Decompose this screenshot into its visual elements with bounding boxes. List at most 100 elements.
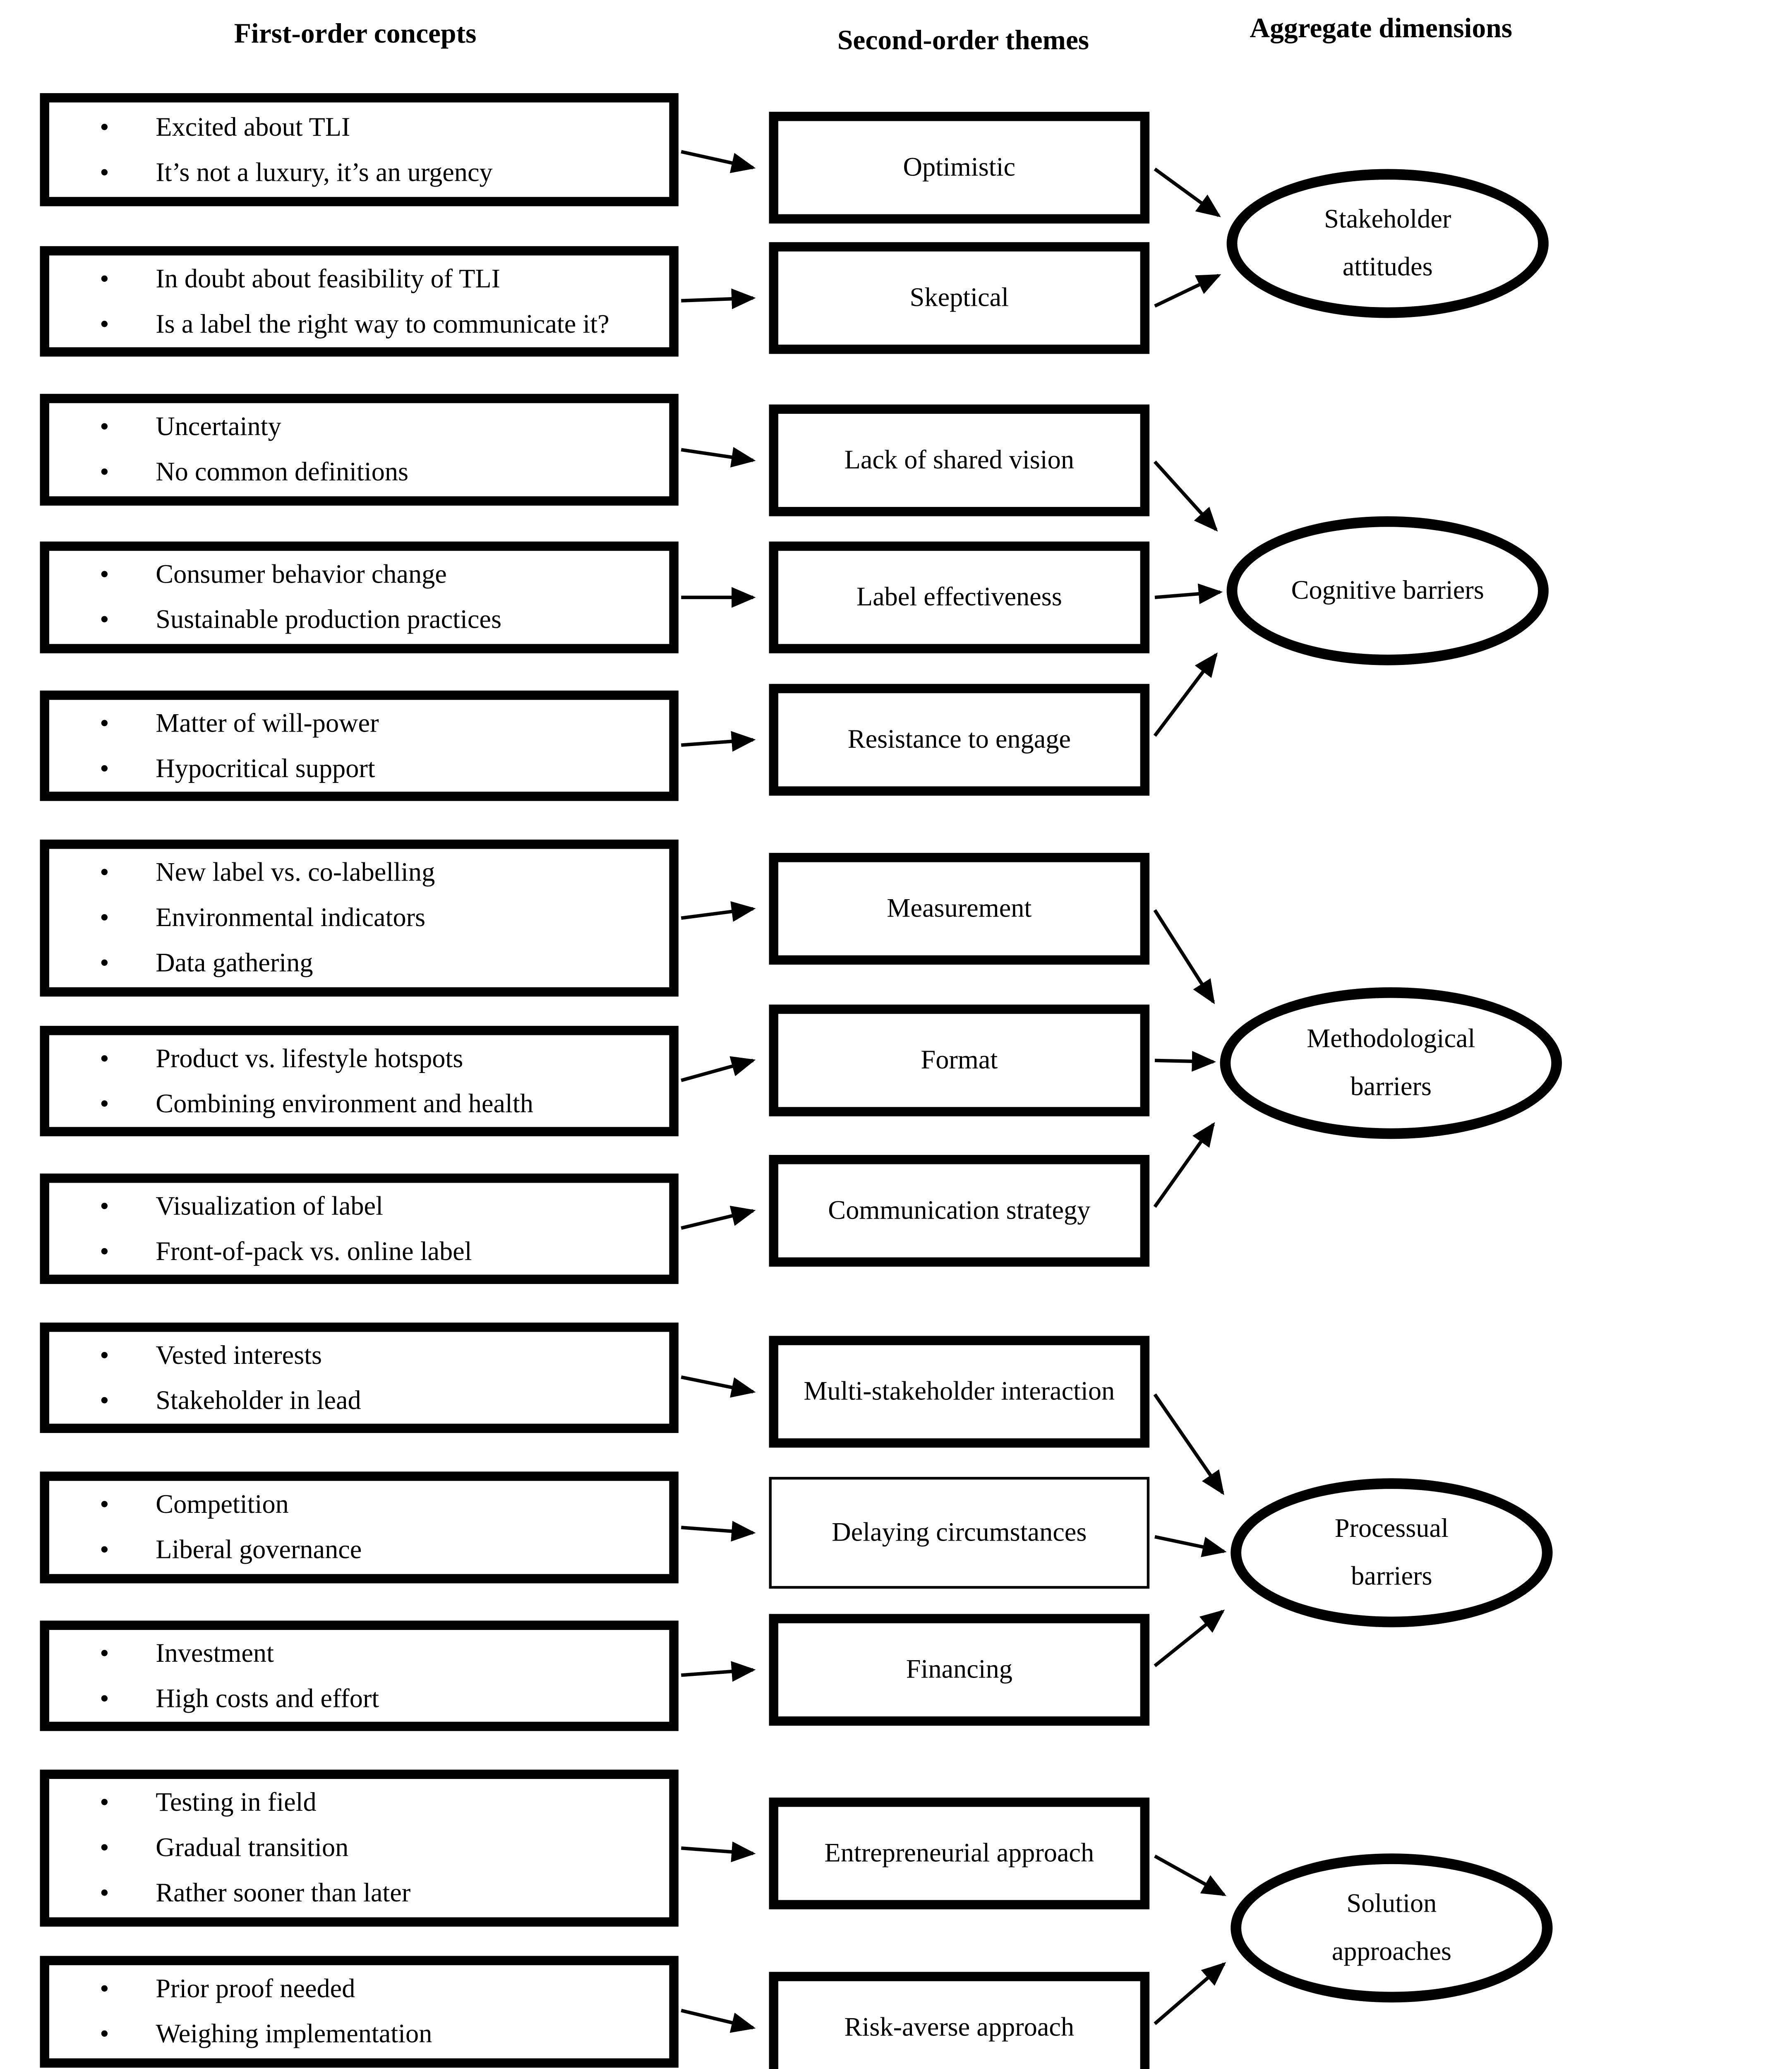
concept-bullet: In doubt about feasibility of TLI — [97, 256, 609, 301]
column-header-aggregate-dimensions: Aggregate dimensions — [1250, 12, 1512, 44]
arrow-format-to-methodological-barriers — [1154, 1051, 1216, 1072]
dimension-ellipse-solution-approaches: Solution approaches — [1231, 1853, 1553, 2003]
concept-bullet: Uncertainty — [97, 404, 408, 449]
dimension-line: attitudes — [1342, 252, 1433, 282]
arrow-concept9-to-multi-stakeholder — [681, 1375, 756, 1398]
theme-box-multi-stakeholder-interaction: Multi-stakeholder interaction — [769, 1336, 1150, 1448]
concept-box-consumer-behavior: Consumer behavior change Sustainable pro… — [40, 541, 679, 653]
concept-bullet: Rather sooner than later — [97, 1871, 410, 1916]
concept-box-vested-interests: Vested interests Stakeholder in lead — [40, 1323, 679, 1433]
concept-bullet: Data gathering — [97, 941, 435, 986]
arrow-concept11-to-financing — [681, 1661, 756, 1682]
arrow-concept13-to-risk-averse — [681, 2009, 756, 2033]
concept-bullet-list: Prior proof needed Weighing implementati… — [49, 1966, 432, 2057]
dimension-ellipse-methodological-barriers: Methodological barriers — [1220, 987, 1562, 1139]
concept-bullet-list: Investment High costs and effort — [49, 1631, 379, 1721]
concept-bullet: New label vs. co-labelling — [97, 850, 435, 895]
concept-box-testing-in-field: Testing in field Gradual transition Rath… — [40, 1769, 679, 1927]
concept-bullet: Competition — [97, 1482, 362, 1527]
concept-bullet: Consumer behavior change — [97, 552, 501, 597]
concept-bullet: Excited about TLI — [97, 104, 493, 149]
gioia-diagram: First-order concepts Second-order themes… — [0, 0, 1574, 2069]
theme-box-optimistic: Optimistic — [769, 112, 1150, 224]
arrow-entrepreneurial-to-solution-approaches — [1154, 1854, 1227, 1896]
concept-bullet-list: Product vs. lifestyle hotspots Combining… — [49, 1036, 533, 1126]
concept-bullet: Is a label the right way to communicate … — [97, 301, 609, 346]
concept-bullet-list: New label vs. co-labelling Environmental… — [49, 850, 435, 986]
concept-bullet: Front-of-pack vs. online label — [97, 1229, 472, 1274]
concept-bullet-list: Excited about TLI It’s not a luxury, it’… — [49, 104, 493, 195]
concept-bullet-list: Consumer behavior change Sustainable pro… — [49, 552, 501, 643]
concept-bullet: Environmental indicators — [97, 895, 435, 941]
concept-bullet: Gradual transition — [97, 1826, 411, 1871]
theme-box-risk-averse-approach: Risk-averse approach — [769, 1972, 1150, 2069]
concept-box-investment: Investment High costs and effort — [40, 1620, 679, 1731]
concept-bullet: Investment — [97, 1631, 379, 1676]
concept-bullet-list: In doubt about feasibility of TLI Is a l… — [49, 256, 609, 347]
arrow-communication-strategy-to-methodological-barriers — [1153, 1122, 1215, 1208]
column-header-second-order-themes: Second-order themes — [837, 24, 1089, 56]
concept-bullet: Visualization of label — [97, 1183, 472, 1229]
theme-box-communication-strategy: Communication strategy — [769, 1155, 1150, 1267]
arrow-resistance-to-engage-to-cognitive-barriers — [1153, 652, 1218, 737]
concept-bullet: Testing in field — [97, 1780, 411, 1825]
concept-bullet: Weighing implementation — [97, 2012, 432, 2057]
arrow-lack-of-shared-vision-to-cognitive-barriers — [1153, 460, 1218, 532]
theme-box-financing: Financing — [769, 1614, 1150, 1726]
arrow-concept2-to-skeptical — [681, 288, 756, 310]
column-header-first-order-concepts: First-order concepts — [234, 17, 477, 49]
concept-box-visualization: Visualization of label Front-of-pack vs.… — [40, 1174, 679, 1284]
dimension-ellipse-cognitive-barriers: Cognitive barriers — [1226, 516, 1549, 665]
concept-bullet-list: Competition Liberal governance — [49, 1482, 362, 1573]
arrow-concept10-to-delaying-circumstances — [681, 1521, 756, 1542]
concept-box-excited-about-tli: Excited about TLI It’s not a luxury, it’… — [40, 93, 679, 206]
dimension-line: Solution — [1346, 1889, 1437, 1919]
concept-box-uncertainty: Uncertainty No common definitions — [40, 394, 679, 506]
dimension-line: Methodological — [1307, 1024, 1475, 1054]
concept-bullet: High costs and effort — [97, 1676, 379, 1721]
concept-box-doubt-feasibility: In doubt about feasibility of TLI Is a l… — [40, 246, 679, 357]
dimension-line: Processual — [1334, 1514, 1449, 1543]
concept-bullet: Liberal governance — [97, 1527, 362, 1572]
theme-box-lack-of-shared-vision: Lack of shared vision — [769, 404, 1150, 516]
arrow-skeptical-to-stakeholder-attitudes — [1154, 274, 1221, 308]
concept-bullet-list: Visualization of label Front-of-pack vs.… — [49, 1183, 472, 1274]
concept-bullet: No common definitions — [97, 450, 408, 495]
arrow-multi-stakeholder-to-processual-barriers — [1153, 1393, 1224, 1495]
arrow-concept6-to-measurement — [681, 901, 756, 922]
concept-bullet: Product vs. lifestyle hotspots — [97, 1036, 533, 1081]
concept-bullet-list: Uncertainty No common definitions — [49, 404, 408, 495]
arrow-concept1-to-optimistic — [681, 150, 756, 173]
concept-bullet-list: Vested interests Stakeholder in lead — [49, 1332, 361, 1423]
concept-box-product-lifestyle: Product vs. lifestyle hotspots Combining… — [40, 1026, 679, 1136]
arrow-measurement-to-methodological-barriers — [1153, 909, 1215, 1004]
arrow-concept3-to-lack-of-shared-vision — [681, 447, 756, 468]
dimension-line: barriers — [1350, 1072, 1432, 1102]
arrow-risk-averse-to-solution-approaches — [1154, 1962, 1226, 2025]
concept-bullet-list: Matter of will-power Hypocritical suppor… — [49, 701, 379, 791]
arrow-concept7-to-format — [681, 1056, 756, 1082]
arrow-label-effectiveness-to-cognitive-barriers — [1154, 583, 1223, 605]
dimension-ellipse-stakeholder-attitudes: Stakeholder attitudes — [1226, 169, 1549, 318]
theme-box-format: Format — [769, 1004, 1150, 1116]
dimension-line: barriers — [1351, 1562, 1432, 1591]
concept-bullet: Vested interests — [97, 1332, 361, 1378]
dimension-line: Cognitive barriers — [1291, 576, 1484, 606]
concept-bullet: Combining environment and health — [97, 1081, 533, 1126]
theme-box-delaying-circumstances: Delaying circumstances — [769, 1477, 1150, 1589]
dimension-line: approaches — [1331, 1937, 1451, 1967]
concept-box-competition: Competition Liberal governance — [40, 1471, 679, 1584]
arrow-concept12-to-entrepreneurial — [681, 1841, 756, 1863]
theme-box-label-effectiveness: Label effectiveness — [769, 541, 1150, 653]
theme-box-resistance-to-engage: Resistance to engage — [769, 684, 1150, 796]
concept-bullet: Sustainable production practices — [97, 598, 501, 643]
concept-bullet: Hypocritical support — [97, 746, 379, 791]
arrow-concept5-to-resistance-to-engage — [681, 731, 756, 752]
arrow-delaying-circumstances-to-processual-barriers — [1154, 1535, 1227, 1558]
concept-bullet: Stakeholder in lead — [97, 1378, 361, 1423]
concept-box-new-label: New label vs. co-labelling Environmental… — [40, 839, 679, 997]
concept-box-prior-proof: Prior proof needed Weighing implementati… — [40, 1956, 679, 2068]
theme-box-entrepreneurial-approach: Entrepreneurial approach — [769, 1798, 1150, 1910]
arrow-optimistic-to-stakeholder-attitudes — [1154, 167, 1221, 217]
concept-box-will-power: Matter of will-power Hypocritical suppor… — [40, 690, 679, 801]
